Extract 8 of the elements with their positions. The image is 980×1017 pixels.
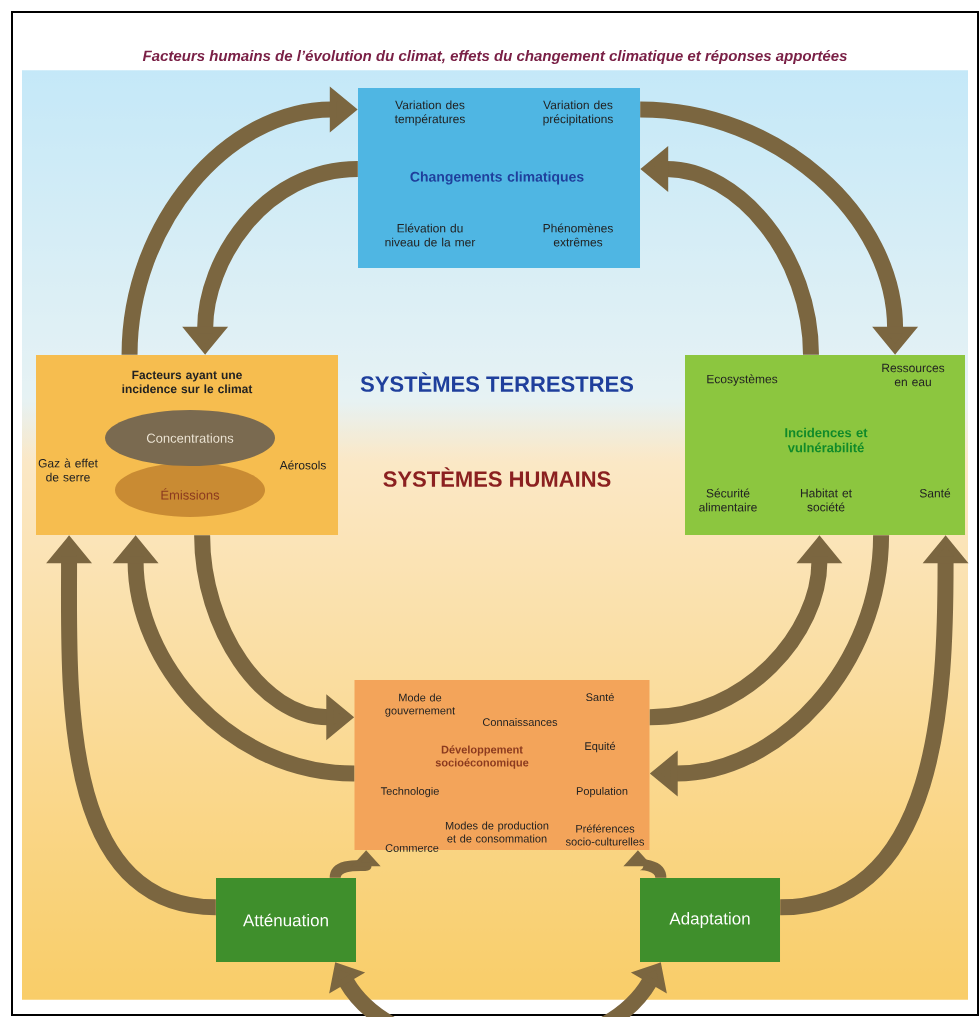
adaptation-box: Adaptation [640,878,780,962]
impacts-box: Ecosystèmes Ressources en eau Incidences et vulnérabilité Sécurité alimentaire Habitat et société Santé [685,355,965,535]
socioeconomic-box: Mode de gouvernement Santé Connaissances Développement socioéconomique Equité Technologie Population Modes de production et de consommation Préférences socio-culturelles Commerce [354,680,650,852]
title: Facteurs humains de l’évolution du climat, effets du changement climatique et réponses apportées [142,49,847,65]
region-label: SYSTÈMES HUMAINS [383,467,611,487]
mitigation-box: Atténuation [216,878,356,962]
region-label: SYSTÈMES TERRESTRES [360,372,634,392]
climate-change-box: Variation des températures Variation des précipitations Changements climatiques Elévation du niveau de la mer Phénomènes extrêmes [358,88,640,268]
